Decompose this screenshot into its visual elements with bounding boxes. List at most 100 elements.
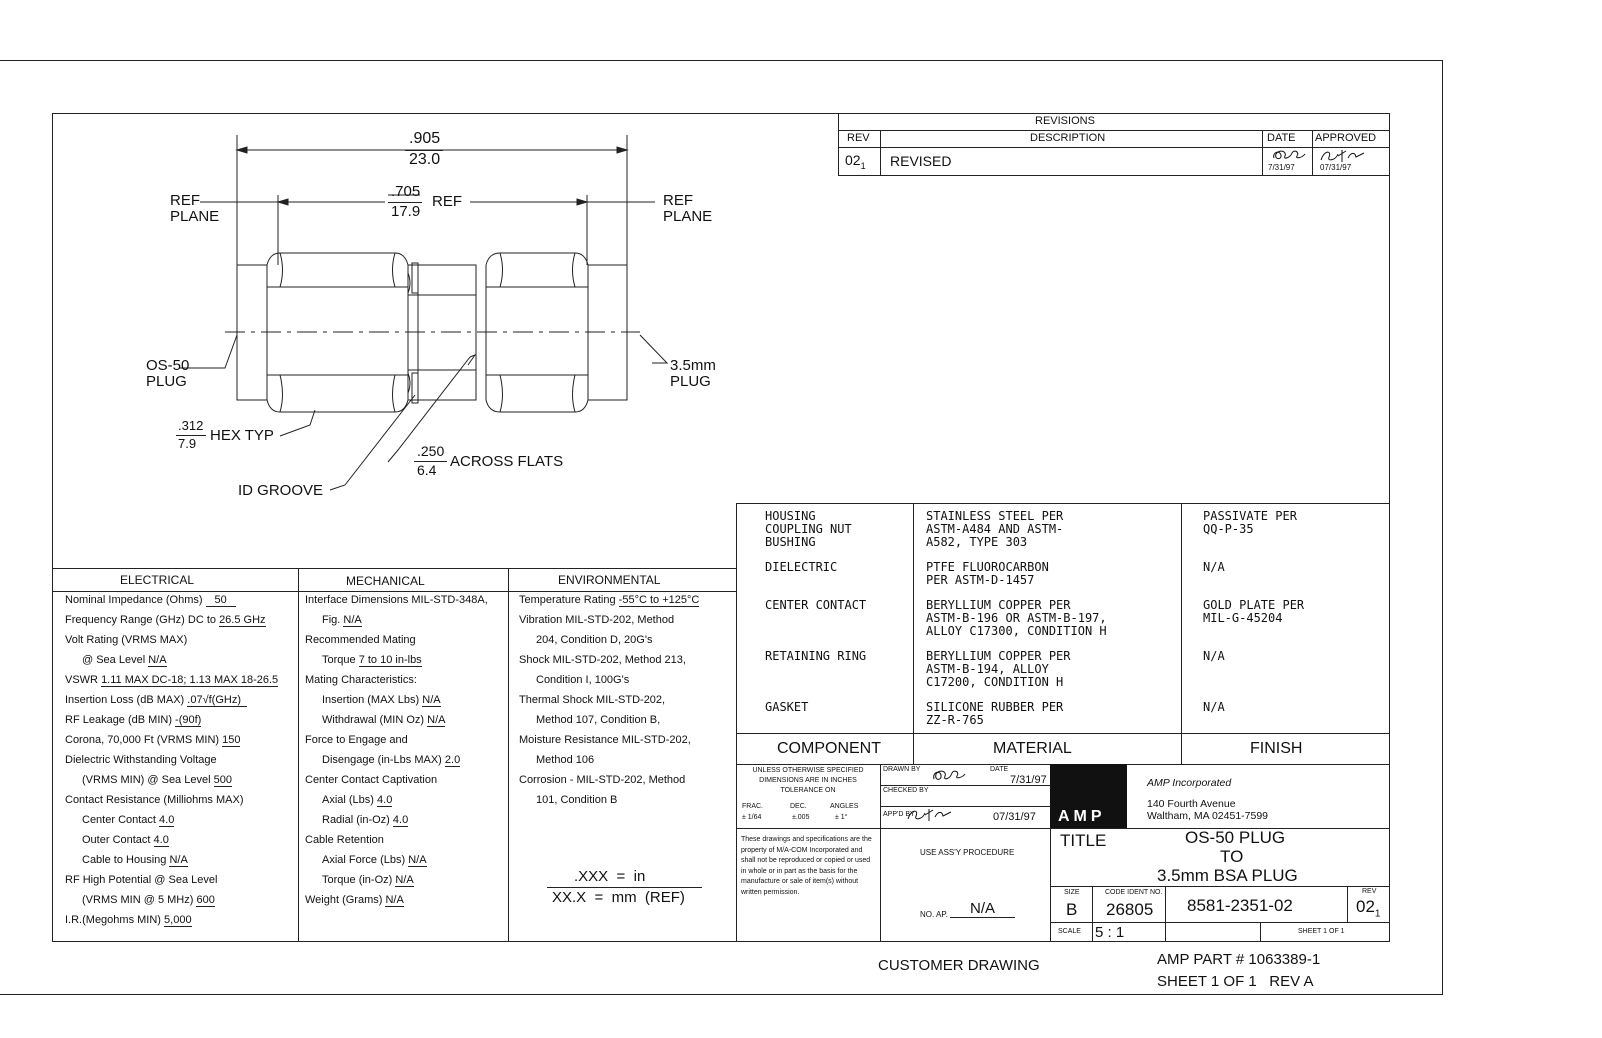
spec-line: 204, Condition D, 20G's xyxy=(536,634,653,646)
drawn-by-initials-signature xyxy=(933,770,966,780)
overall-dim-mm: 23.0 xyxy=(409,151,441,168)
hex-dim-inch: .312 xyxy=(178,418,204,433)
spec-line: Temperature Rating -55°C to +125°C xyxy=(519,594,700,607)
spec-line: Insertion (MAX Lbs) N/A xyxy=(322,694,441,707)
material-finish: PASSIVATE PER QQ-P-35 xyxy=(1203,509,1297,536)
spec-line: Vibration MIL-STD-202, Method xyxy=(519,614,675,626)
tol-dec: DEC. xyxy=(790,803,807,810)
drawing-border xyxy=(52,113,1390,942)
no-ap-value: N/A xyxy=(950,900,1016,918)
material-spec: SILICONE RUBBER PER ZZ-R-765 xyxy=(926,700,1064,727)
title-label: TITLE xyxy=(1060,831,1107,850)
sheet-frame xyxy=(0,60,1443,995)
revision-date: 7/31/97 xyxy=(1268,163,1295,172)
spec-line: VSWR 1.11 MAX DC-18; 1.13 MAX 18-26.5 xyxy=(65,674,279,687)
material-component: RETAINING RING xyxy=(765,649,867,663)
appd-by-label: APP'D BY xyxy=(883,811,915,818)
size-label: SIZE xyxy=(1064,889,1080,896)
electrical-header: ELECTRICAL xyxy=(120,573,195,587)
material-component: DIELECTRIC xyxy=(765,560,838,574)
spec-line: Shock MIL-STD-202, Method 213, xyxy=(519,654,686,666)
amp-logo: AMP xyxy=(1050,764,1127,828)
spec-line: Frequency Range (GHz) DC to 26.5 GHz xyxy=(65,614,266,627)
tol-frac: FRAC. xyxy=(742,803,763,810)
spec-line: Corona, 70,000 Ft (VRMS MIN) 150 xyxy=(65,734,241,747)
spec-line: Torque 7 to 10 in-lbs xyxy=(322,654,422,667)
company-address-2: Waltham, MA 02451-7599 xyxy=(1147,810,1269,822)
no-ap-label: NO. AP. xyxy=(920,910,948,919)
spec-line: Corrosion - MIL-STD-202, Method xyxy=(519,774,686,786)
id-groove-label: ID GROOVE xyxy=(238,482,324,499)
flats-dim-mm: 6.4 xyxy=(417,462,437,478)
spec-line: Dielectric Withstanding Voltage xyxy=(65,754,217,766)
spec-line: Axial (Lbs) 4.0 xyxy=(322,794,393,807)
material-header: MATERIAL xyxy=(993,740,1072,757)
spec-line: Center Contact Captivation xyxy=(305,774,438,786)
spec-line: Weight (Grams) N/A xyxy=(305,894,404,907)
spec-line: Cable to Housing N/A xyxy=(82,854,188,867)
material-component: GASKET xyxy=(765,700,809,714)
code-ident-value: 26805 xyxy=(1106,900,1154,919)
spec-line: Nominal Impedance (Ohms) 50 xyxy=(65,594,236,607)
spec-line: Fig. N/A xyxy=(322,614,362,627)
spec-line: (VRMS MIN) @ Sea Level 500 xyxy=(82,774,232,787)
material-finish: N/A xyxy=(1203,560,1225,574)
tol-angles-value: ± 1° xyxy=(835,814,848,821)
spec-line: Interface Dimensions MIL-STD-348A, xyxy=(305,594,488,606)
spec-line: Method 106 xyxy=(536,754,595,766)
mechanical-header: MECHANICAL xyxy=(346,574,425,588)
checked-by-label: CHECKED BY xyxy=(883,787,929,794)
company-name: AMP Incorporated xyxy=(1147,777,1232,789)
tol-frac-value: ± 1/64 xyxy=(742,814,762,821)
overall-dim-inch: .905 xyxy=(409,130,441,147)
spec-line: Insertion Loss (dB MAX) .07√f(GHz) xyxy=(65,694,248,707)
ref-dim-inch: .705 xyxy=(391,183,421,200)
spec-line: RF Leakage (dB MIN) -(90f) xyxy=(65,714,202,727)
spec-line: Withdrawal (MIN Oz) N/A xyxy=(322,714,446,727)
drawing-number: 8581-2351-02 xyxy=(1187,896,1293,915)
tolerance-note: UNLESS OTHERWISE SPECIFIED DIMENSIONS AR… xyxy=(752,767,864,794)
drawn-date: 7/31/97 xyxy=(1010,774,1047,786)
footer-sheet-rev: SHEET 1 OF 1 REV A xyxy=(1157,973,1314,990)
spec-line: @ Sea Level N/A xyxy=(82,654,167,667)
spec-line: Contact Resistance (Milliohms MAX) xyxy=(65,794,244,806)
material-spec: STAINLESS STEEL PER ASTM-A484 AND ASTM- … xyxy=(926,509,1064,549)
spec-line: Method 107, Condition B, xyxy=(536,714,661,726)
spec-line: Recommended Mating xyxy=(305,634,416,646)
flats-dim-inch: .250 xyxy=(417,443,445,459)
material-finish: GOLD PLATE PER MIL-G-45204 xyxy=(1203,598,1305,625)
spec-line: (VRMS MIN @ 5 MHz) 600 xyxy=(82,894,215,907)
material-component: CENTER CONTACT xyxy=(765,598,867,612)
units-mm: XX.X = mm (REF) xyxy=(552,889,685,906)
spec-line: Axial Force (Lbs) N/A xyxy=(322,854,427,867)
sheet-value: SHEET 1 OF 1 xyxy=(1298,928,1345,935)
revision-date-initials-signature xyxy=(1273,150,1306,160)
spec-line: Torque (in-Oz) N/A xyxy=(322,874,414,887)
title-line-1: OS-50 PLUG xyxy=(1185,828,1286,847)
property-note: These drawings and specifications are th… xyxy=(741,836,872,896)
approved-col-header: APPROVED xyxy=(1315,132,1377,144)
material-spec: BERYLLIUM COPPER PER ASTM-B-196 OR ASTM-… xyxy=(926,598,1107,638)
spec-line: Thermal Shock MIL-STD-202, xyxy=(519,694,666,706)
date-col-header: DATE xyxy=(1267,132,1296,144)
material-component: HOUSING COUPLING NUT BUSHING xyxy=(765,509,852,549)
drawn-date-label: DATE xyxy=(990,766,1009,773)
finish-header: FINISH xyxy=(1250,740,1303,757)
hex-dim-mm: 7.9 xyxy=(178,436,197,451)
spec-line: RF High Potential @ Sea Level xyxy=(65,874,218,886)
revision-approved-signature xyxy=(1320,150,1365,162)
title-line-3: 3.5mm BSA PLUG xyxy=(1157,866,1298,885)
material-finish: N/A xyxy=(1203,700,1225,714)
component-header: COMPONENT xyxy=(777,740,881,757)
title-line-2: TO xyxy=(1220,847,1244,866)
ref-dim-mm: 17.9 xyxy=(391,203,421,220)
tol-dec-value: ±.005 xyxy=(792,814,810,821)
spec-line: Condition I, 100G's xyxy=(536,674,630,686)
spec-line: Mating Characteristics: xyxy=(305,674,417,686)
spec-line: Volt Rating (VRMS MAX) xyxy=(65,634,188,646)
spec-line: Force to Engage and xyxy=(305,734,408,746)
spec-line: Center Contact 4.0 xyxy=(82,814,175,827)
assembly-procedure: USE ASS'Y PROCEDURE xyxy=(920,848,1015,857)
